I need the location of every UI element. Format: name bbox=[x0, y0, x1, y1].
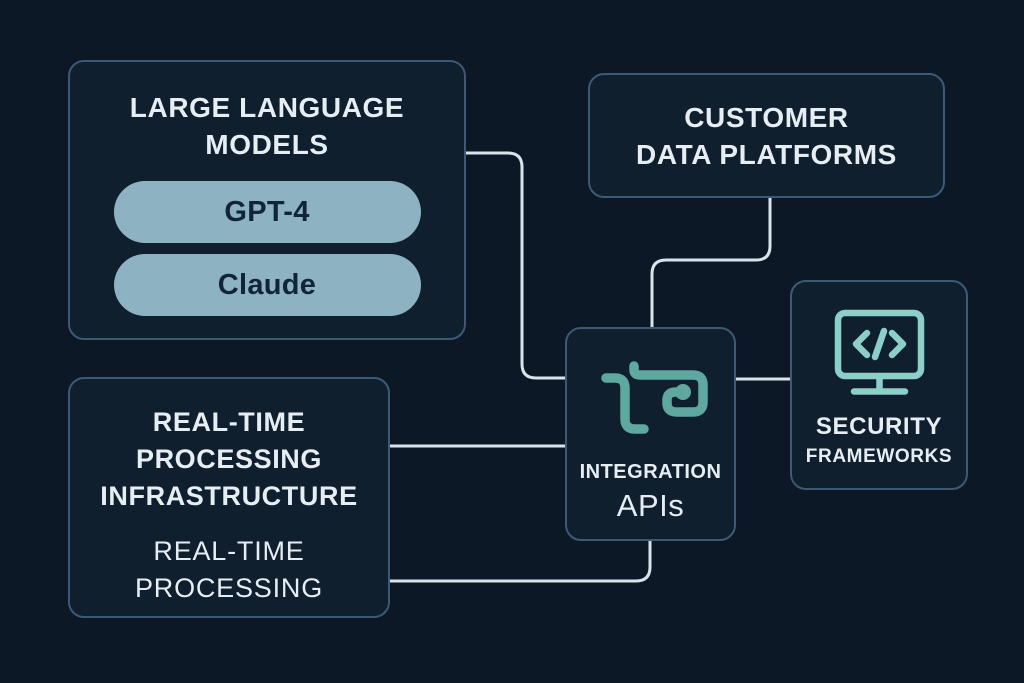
rtp-subtitle-line2: PROCESSING bbox=[134, 573, 324, 603]
frameworks-label: FRAMEWORKS bbox=[805, 446, 953, 467]
node-security-frameworks: SECURITY FRAMEWORKS bbox=[790, 280, 968, 490]
pill-claude: Claude bbox=[113, 254, 421, 316]
connector-rtp-to-integration-lower bbox=[388, 539, 652, 583]
security-label: SECURITY bbox=[815, 413, 943, 440]
rtp-subtitle: REAL-TIME PROCESSING bbox=[70, 533, 388, 607]
llm-title: LARGE LANGUAGE MODELS bbox=[70, 89, 464, 163]
integration-icon-dot bbox=[674, 384, 691, 400]
cdp-title-line2: DATA PLATFORMS bbox=[636, 138, 897, 170]
cdp-title-line1: CUSTOMER bbox=[684, 101, 849, 133]
integration-icon-hook bbox=[600, 373, 649, 434]
integration-icon-spiral bbox=[628, 361, 708, 417]
circuit-integration-icon bbox=[567, 355, 734, 437]
node-customer-data-platforms: CUSTOMER DATA PLATFORMS bbox=[588, 73, 945, 198]
code-angle-left bbox=[852, 329, 871, 359]
integration-apis-label: APIs bbox=[616, 488, 685, 523]
rtp-title-line1: REAL-TIME bbox=[152, 407, 306, 437]
rtp-title: REAL-TIME PROCESSING INFRASTRUCTURE bbox=[70, 404, 388, 515]
llm-title-line1: LARGE LANGUAGE bbox=[129, 92, 405, 123]
integration-label: INTEGRATION bbox=[579, 461, 722, 483]
node-real-time-processing-infrastructure: REAL-TIME PROCESSING INFRASTRUCTURE REAL… bbox=[68, 377, 390, 618]
connector-llm-to-integration bbox=[464, 151, 567, 380]
connector-cdp-to-integration bbox=[650, 196, 772, 329]
node-integration-apis: INTEGRATION APIs bbox=[565, 327, 736, 541]
rtp-title-line2: PROCESSING bbox=[135, 444, 323, 474]
cdp-title: CUSTOMER DATA PLATFORMS bbox=[636, 99, 897, 173]
rtp-title-line3: INFRASTRUCTURE bbox=[100, 481, 358, 511]
rtp-subtitle-line1: REAL-TIME bbox=[153, 536, 305, 566]
code-slash bbox=[871, 327, 888, 361]
llm-title-line2: MODELS bbox=[205, 129, 329, 160]
monitor-code-icon bbox=[792, 307, 966, 399]
code-angle-right bbox=[888, 329, 907, 359]
node-large-language-models: LARGE LANGUAGE MODELS GPT-4 Claude bbox=[68, 60, 466, 340]
pill-gpt-4: GPT-4 bbox=[113, 181, 421, 243]
